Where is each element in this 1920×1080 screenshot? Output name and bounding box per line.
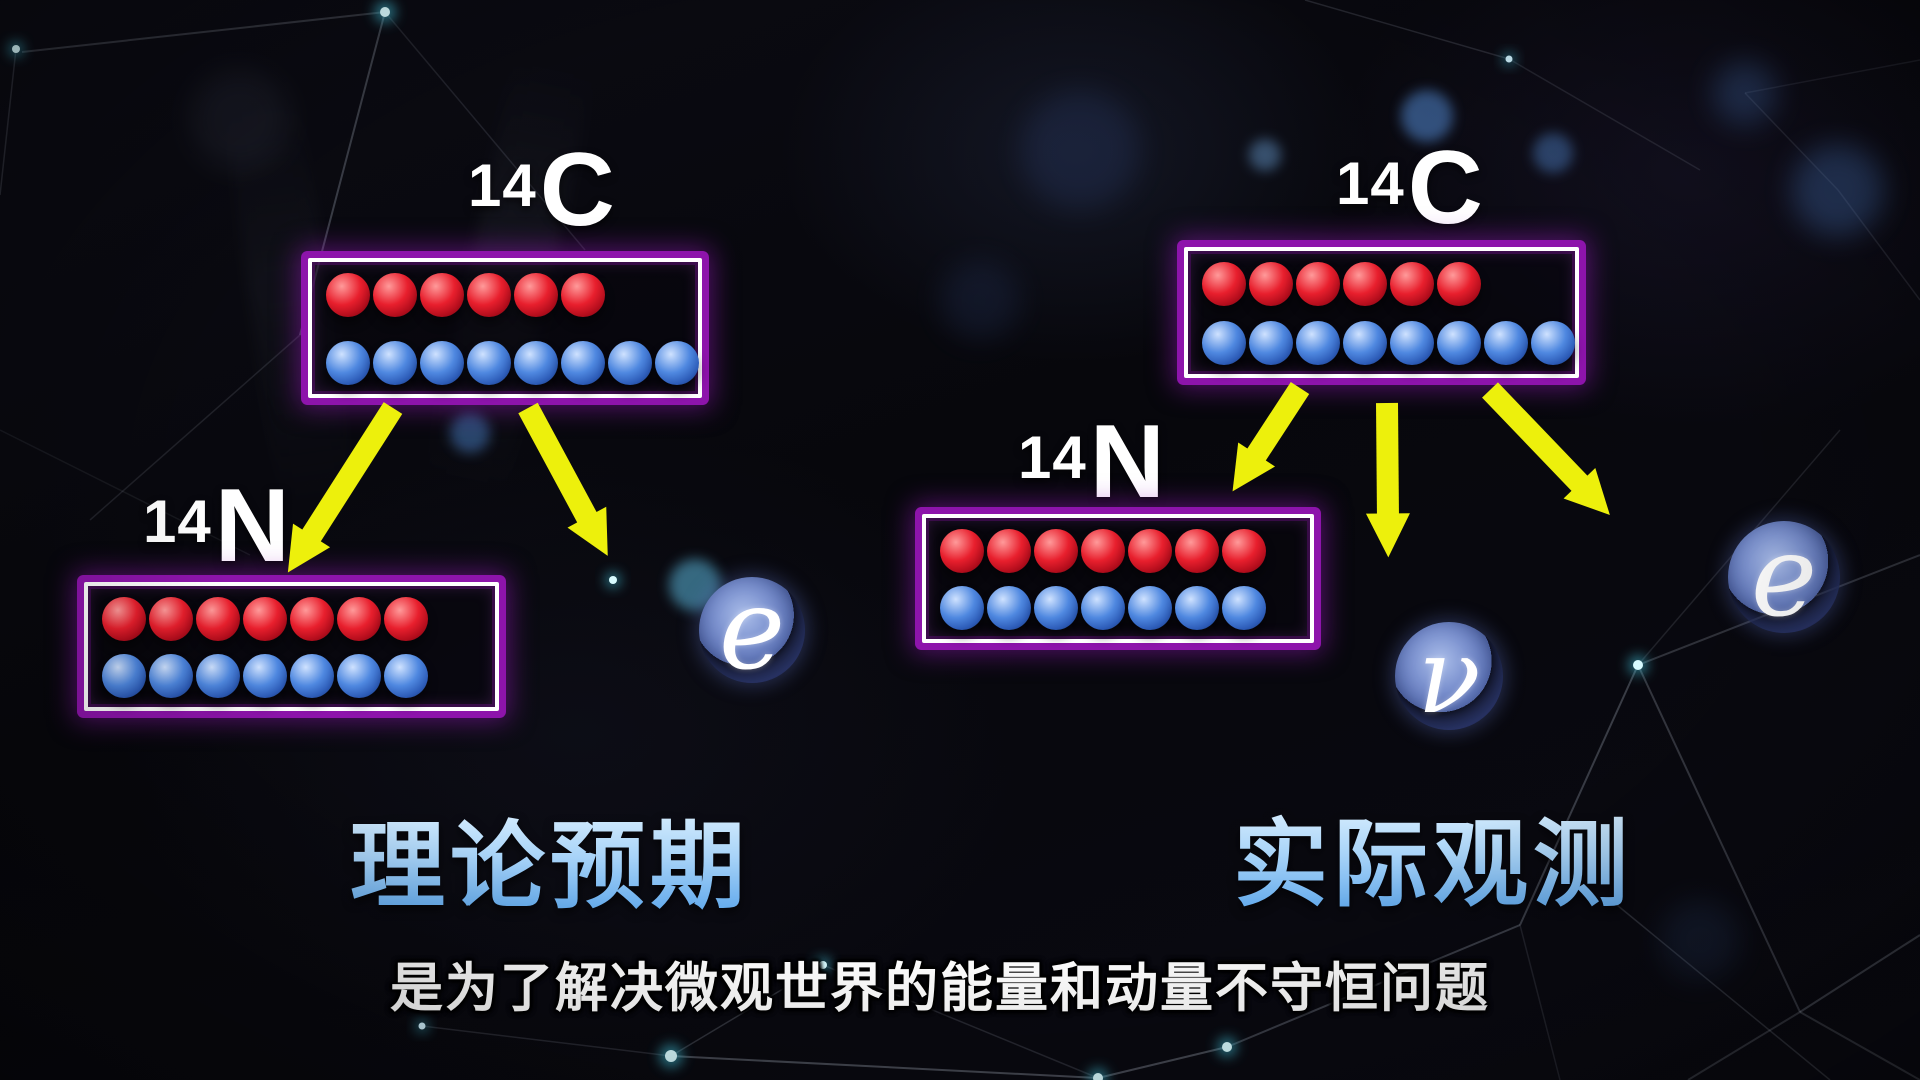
proton-row bbox=[1202, 262, 1481, 306]
electron-symbol: e bbox=[718, 565, 786, 695]
proton-particle bbox=[467, 273, 511, 317]
neutron-particle bbox=[326, 341, 370, 385]
isotope-label-nitrogen14-right: 14 N bbox=[1018, 404, 1165, 520]
proton-particle bbox=[987, 529, 1031, 573]
neutron-particle bbox=[1175, 586, 1219, 630]
arrow-c14-to-neutrino bbox=[1365, 402, 1410, 558]
neutron-particle bbox=[149, 654, 193, 698]
neutron-particle bbox=[1390, 321, 1434, 365]
proton-particle bbox=[102, 597, 146, 641]
electron-symbol: e bbox=[1750, 512, 1818, 642]
mass-number: 14 bbox=[143, 488, 212, 555]
neutron-particle bbox=[420, 341, 464, 385]
nitrogen14-nucleus-box-left bbox=[84, 582, 499, 711]
arrow-c14-to-n14-right bbox=[1232, 381, 1310, 492]
proton-particle bbox=[1202, 262, 1246, 306]
proton-particle bbox=[420, 273, 464, 317]
mass-number: 14 bbox=[1336, 150, 1405, 217]
neutron-particle bbox=[1531, 321, 1575, 365]
isotope-label-carbon14-right: 14 C bbox=[1336, 130, 1483, 246]
proton-particle bbox=[196, 597, 240, 641]
element-symbol: C bbox=[1407, 130, 1483, 246]
proton-particle bbox=[1128, 529, 1172, 573]
arrow-c14-to-electron-right bbox=[1482, 382, 1610, 515]
proton-row bbox=[940, 529, 1266, 573]
nitrogen14-nucleus-box-right bbox=[922, 514, 1314, 643]
neutron-particle bbox=[384, 654, 428, 698]
neutron-particle bbox=[608, 341, 652, 385]
neutron-particle bbox=[243, 654, 287, 698]
arrow-c14-to-electron-left bbox=[518, 402, 608, 556]
neutron-particle bbox=[1249, 321, 1293, 365]
proton-particle bbox=[1249, 262, 1293, 306]
proton-row bbox=[326, 273, 605, 317]
neutron-row bbox=[1202, 321, 1575, 365]
left-panel-title: 理论预期 bbox=[344, 790, 756, 927]
proton-particle bbox=[326, 273, 370, 317]
isotope-label-nitrogen14-left: 14 N bbox=[143, 468, 290, 584]
carbon14-nucleus-box-right bbox=[1184, 247, 1579, 378]
mass-number: 14 bbox=[468, 152, 537, 219]
proton-particle bbox=[384, 597, 428, 641]
neutron-particle bbox=[337, 654, 381, 698]
proton-particle bbox=[1081, 529, 1125, 573]
neutron-particle bbox=[1034, 586, 1078, 630]
proton-particle bbox=[243, 597, 287, 641]
neutron-particle bbox=[467, 341, 511, 385]
neutron-particle bbox=[1081, 586, 1125, 630]
mass-number: 14 bbox=[1018, 424, 1087, 491]
proton-particle bbox=[1390, 262, 1434, 306]
neutron-row bbox=[940, 586, 1266, 630]
neutron-row bbox=[102, 654, 428, 698]
proton-particle bbox=[940, 529, 984, 573]
proton-particle bbox=[149, 597, 193, 641]
subtitle-caption: 是为了解决微观世界的能量和动量不守恒问题 bbox=[390, 959, 1490, 1018]
neutron-particle bbox=[1296, 321, 1340, 365]
neutron-particle bbox=[940, 586, 984, 630]
neutron-particle bbox=[561, 341, 605, 385]
electron-sphere-right: e bbox=[1728, 521, 1840, 633]
isotope-label-carbon14-left: 14 C bbox=[468, 132, 615, 248]
neutron-particle bbox=[1222, 586, 1266, 630]
proton-particle bbox=[290, 597, 334, 641]
proton-particle bbox=[1175, 529, 1219, 573]
neutron-particle bbox=[1437, 321, 1481, 365]
element-symbol: C bbox=[539, 132, 615, 248]
proton-particle bbox=[1034, 529, 1078, 573]
neutrino-sphere: ν bbox=[1395, 622, 1503, 730]
electron-sphere-left: e bbox=[699, 565, 805, 695]
neutron-particle bbox=[1484, 321, 1528, 365]
proton-particle bbox=[1222, 529, 1266, 573]
neutron-particle bbox=[987, 586, 1031, 630]
element-symbol: N bbox=[214, 468, 290, 584]
neutron-particle bbox=[514, 341, 558, 385]
neutron-particle bbox=[373, 341, 417, 385]
neutron-particle bbox=[1128, 586, 1172, 630]
neutron-particle bbox=[1343, 321, 1387, 365]
neutron-particle bbox=[1202, 321, 1246, 365]
right-panel-title: 实际观测 bbox=[1228, 788, 1638, 925]
proton-particle bbox=[1296, 262, 1340, 306]
neutron-particle bbox=[290, 654, 334, 698]
proton-particle bbox=[1343, 262, 1387, 306]
neutron-row bbox=[326, 341, 699, 385]
proton-particle bbox=[373, 273, 417, 317]
neutron-particle bbox=[655, 341, 699, 385]
proton-particle bbox=[1437, 262, 1481, 306]
neutrino-symbol: ν bbox=[1417, 615, 1481, 737]
proton-particle bbox=[337, 597, 381, 641]
carbon14-nucleus-box-left bbox=[308, 258, 702, 398]
neutron-particle bbox=[196, 654, 240, 698]
arrow-c14-to-n14-left bbox=[287, 402, 403, 573]
element-symbol: N bbox=[1089, 404, 1165, 520]
neutron-particle bbox=[102, 654, 146, 698]
proton-row bbox=[102, 597, 428, 641]
proton-particle bbox=[514, 273, 558, 317]
proton-particle bbox=[561, 273, 605, 317]
